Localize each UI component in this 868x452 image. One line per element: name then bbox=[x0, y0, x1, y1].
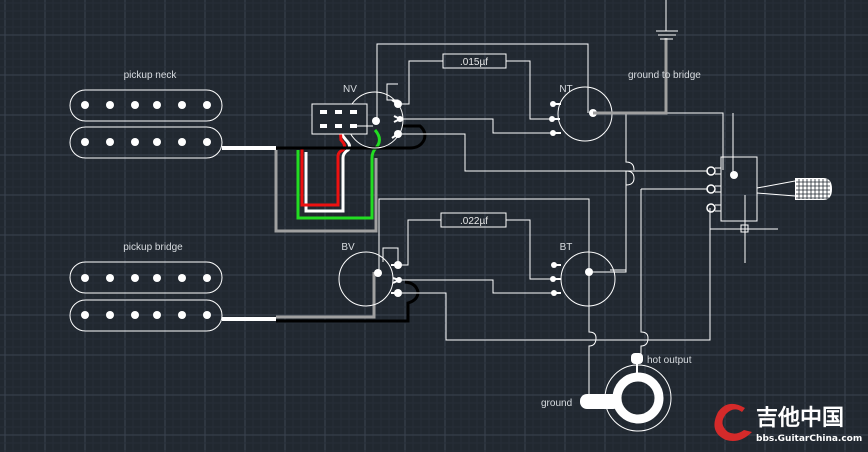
watermark-chinese: 吉他中国 bbox=[756, 405, 844, 431]
pole-piece bbox=[81, 311, 89, 319]
bridge-circuit-wires bbox=[378, 171, 711, 398]
toggle-switch bbox=[706, 113, 832, 263]
pickup-neck-label: pickup neck bbox=[124, 70, 178, 81]
pole-piece bbox=[131, 274, 139, 282]
pickup-bridge-coil-2 bbox=[69, 299, 223, 332]
pole-piece bbox=[106, 311, 114, 319]
ground-label: ground bbox=[541, 398, 572, 409]
bridge-wire-bare bbox=[276, 272, 376, 319]
pole-piece bbox=[178, 274, 186, 282]
neck-wire-black bbox=[276, 124, 427, 150]
pole-piece bbox=[153, 311, 161, 319]
pickup-neck-coil-1 bbox=[69, 89, 223, 122]
pickup-bridge: pickup bridge bbox=[69, 242, 223, 332]
output-jack bbox=[580, 353, 672, 432]
bridge-pickup-leads bbox=[222, 272, 420, 323]
neck-wire-bare bbox=[274, 150, 378, 233]
pickup-neck: pickup neck bbox=[69, 70, 223, 159]
pole-piece bbox=[131, 311, 139, 319]
switch-tip-icon bbox=[795, 178, 832, 200]
neck-volume-label: NV bbox=[343, 84, 357, 95]
pickup-bridge-label: pickup bridge bbox=[123, 242, 183, 253]
bridge-tone-capacitor: .022µf bbox=[440, 212, 507, 228]
bridge-tone-label: BT bbox=[560, 242, 573, 253]
switch-lugs bbox=[320, 110, 357, 128]
pole-piece bbox=[81, 274, 89, 282]
pole-piece bbox=[106, 101, 114, 109]
watermark: 吉他中国 bbs.GuitarChina.com bbox=[714, 403, 862, 444]
pole-piece bbox=[203, 311, 211, 319]
guitarchina-logo-icon bbox=[714, 403, 752, 441]
neck-cap-value: .015µf bbox=[460, 57, 488, 68]
pole-piece bbox=[203, 274, 211, 282]
jack-ground-lug bbox=[580, 394, 620, 409]
pole-piece bbox=[81, 138, 89, 146]
pole-piece bbox=[178, 138, 186, 146]
pole-piece bbox=[131, 101, 139, 109]
watermark-url: bbs.GuitarChina.com bbox=[756, 434, 862, 444]
pole-piece bbox=[203, 138, 211, 146]
neck-volume-pot: NV bbox=[311, 84, 404, 149]
pole-piece bbox=[178, 101, 186, 109]
pole-piece bbox=[203, 101, 211, 109]
pole-piece bbox=[153, 274, 161, 282]
pole-piece bbox=[153, 138, 161, 146]
pickup-selector-switch bbox=[311, 103, 368, 135]
jack-hot-lug bbox=[631, 353, 643, 364]
pole-piece bbox=[178, 311, 186, 319]
bridge-wire-black bbox=[276, 280, 420, 323]
switch-terminals bbox=[706, 166, 721, 213]
bridge-cap-value: .022µf bbox=[460, 216, 488, 227]
pole-piece bbox=[81, 101, 89, 109]
pole-piece bbox=[131, 138, 139, 146]
ground-to-bridge-label: ground to bridge bbox=[628, 70, 701, 81]
bridge-volume-label: BV bbox=[341, 242, 355, 253]
pole-piece bbox=[106, 274, 114, 282]
pole-piece bbox=[153, 101, 161, 109]
ground-symbol-icon bbox=[656, 30, 678, 40]
pickup-bridge-coil-1 bbox=[69, 261, 223, 294]
neck-tone-label: NT bbox=[559, 84, 572, 95]
pickup-neck-coil-2 bbox=[69, 126, 223, 159]
ground-wire-bridge bbox=[593, 38, 668, 115]
hot-output-label: hot output bbox=[647, 355, 692, 366]
bridge-volume-pot: BV bbox=[338, 242, 402, 307]
pole-piece bbox=[106, 138, 114, 146]
neck-wire-white bbox=[304, 130, 352, 213]
neck-wire-red bbox=[300, 126, 347, 207]
neck-tone-capacitor: .015µf bbox=[442, 53, 507, 69]
